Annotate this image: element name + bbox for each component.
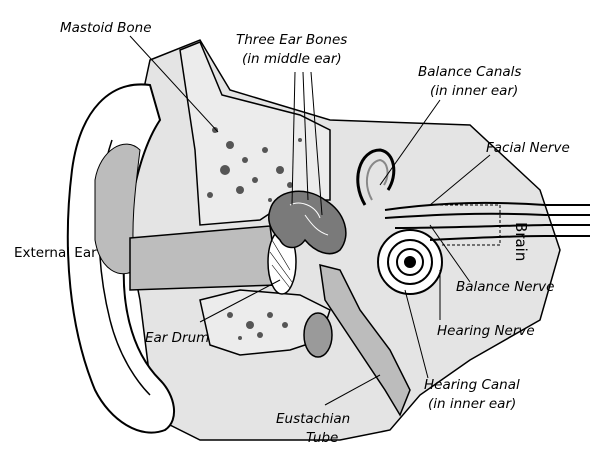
balance-canal-inner: [365, 158, 389, 201]
label-balance-canals: Balance Canals: [418, 64, 522, 80]
tube-opening: [303, 312, 333, 358]
label-eustachian: Eustachian: [276, 411, 351, 427]
label-mastoid-bone: Mastoid Bone: [60, 20, 152, 36]
nerve-bundle: [384, 201, 546, 246]
label-external-ear: External Ear: [14, 245, 97, 261]
label-hearing-canal-location: (in inner ear): [428, 396, 517, 412]
label-in-middle-ear: (in middle ear): [242, 51, 342, 67]
ear-drum-hatching: [269, 239, 293, 289]
label-hearing-nerve: Hearing Nerve: [437, 323, 535, 339]
label-balance-canals-location: (in inner ear): [430, 83, 519, 99]
label-tube: Tube: [306, 430, 339, 446]
label-balance-nerve: Balance Nerve: [456, 279, 555, 295]
ossicle-detail: [289, 202, 329, 236]
label-ear-drum: Ear Drum: [145, 330, 210, 346]
balance-canals: [356, 148, 396, 206]
cochlea-hearing-canal: [377, 229, 443, 295]
label-brain: Brain: [512, 222, 530, 262]
mastoid-air-cells: [207, 127, 302, 202]
leader-lines: [129, 35, 491, 406]
label-hearing-canal: Hearing Canal: [424, 377, 520, 393]
ear-canal: [129, 225, 279, 291]
three-ear-bones: [268, 190, 347, 255]
eustachian-tube: [319, 264, 411, 417]
brain-stub-lines: [545, 204, 590, 237]
lower-air-cells: [227, 312, 288, 340]
label-three-ear-bones: Three Ear Bones: [236, 32, 348, 48]
ear-concha: [94, 143, 141, 275]
label-facial-nerve: Facial Nerve: [486, 140, 570, 156]
